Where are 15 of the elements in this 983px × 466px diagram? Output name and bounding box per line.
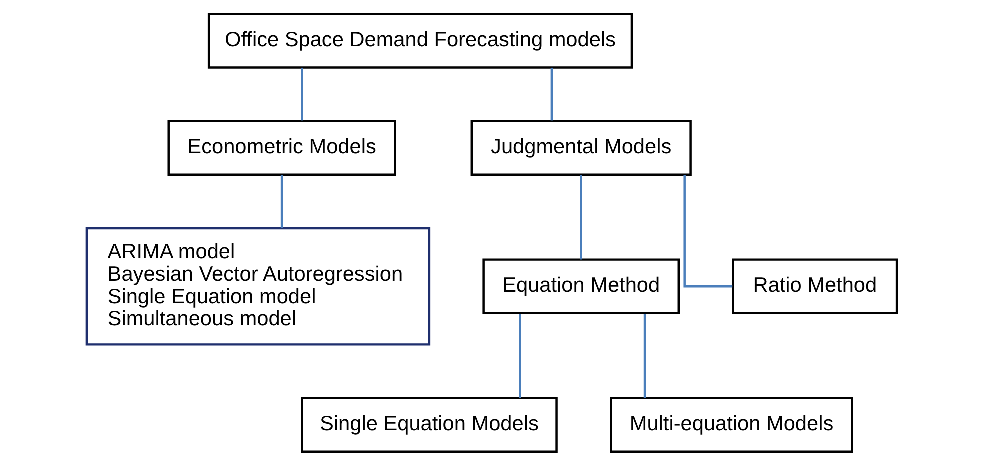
connector	[518, 314, 521, 398]
connector	[643, 314, 646, 398]
node-box: Econometric Models	[167, 120, 396, 176]
node-box: Single Equation Models	[300, 397, 558, 454]
connector	[580, 175, 582, 260]
connector	[280, 175, 283, 228]
connector	[300, 68, 303, 121]
connector	[683, 175, 732, 288]
node-box: Ratio Method	[732, 258, 898, 315]
node-box: Multi-equation Models	[610, 397, 853, 454]
node-box: Equation Method	[482, 258, 680, 315]
connector	[550, 68, 553, 121]
node-box: ARIMA model Bayesian Vector Autoregression Single Equation model Simultaneous model	[85, 227, 430, 346]
node-box: Office Space Demand Forecasting models	[207, 12, 633, 69]
node-box: Judgmental Models	[470, 120, 692, 176]
